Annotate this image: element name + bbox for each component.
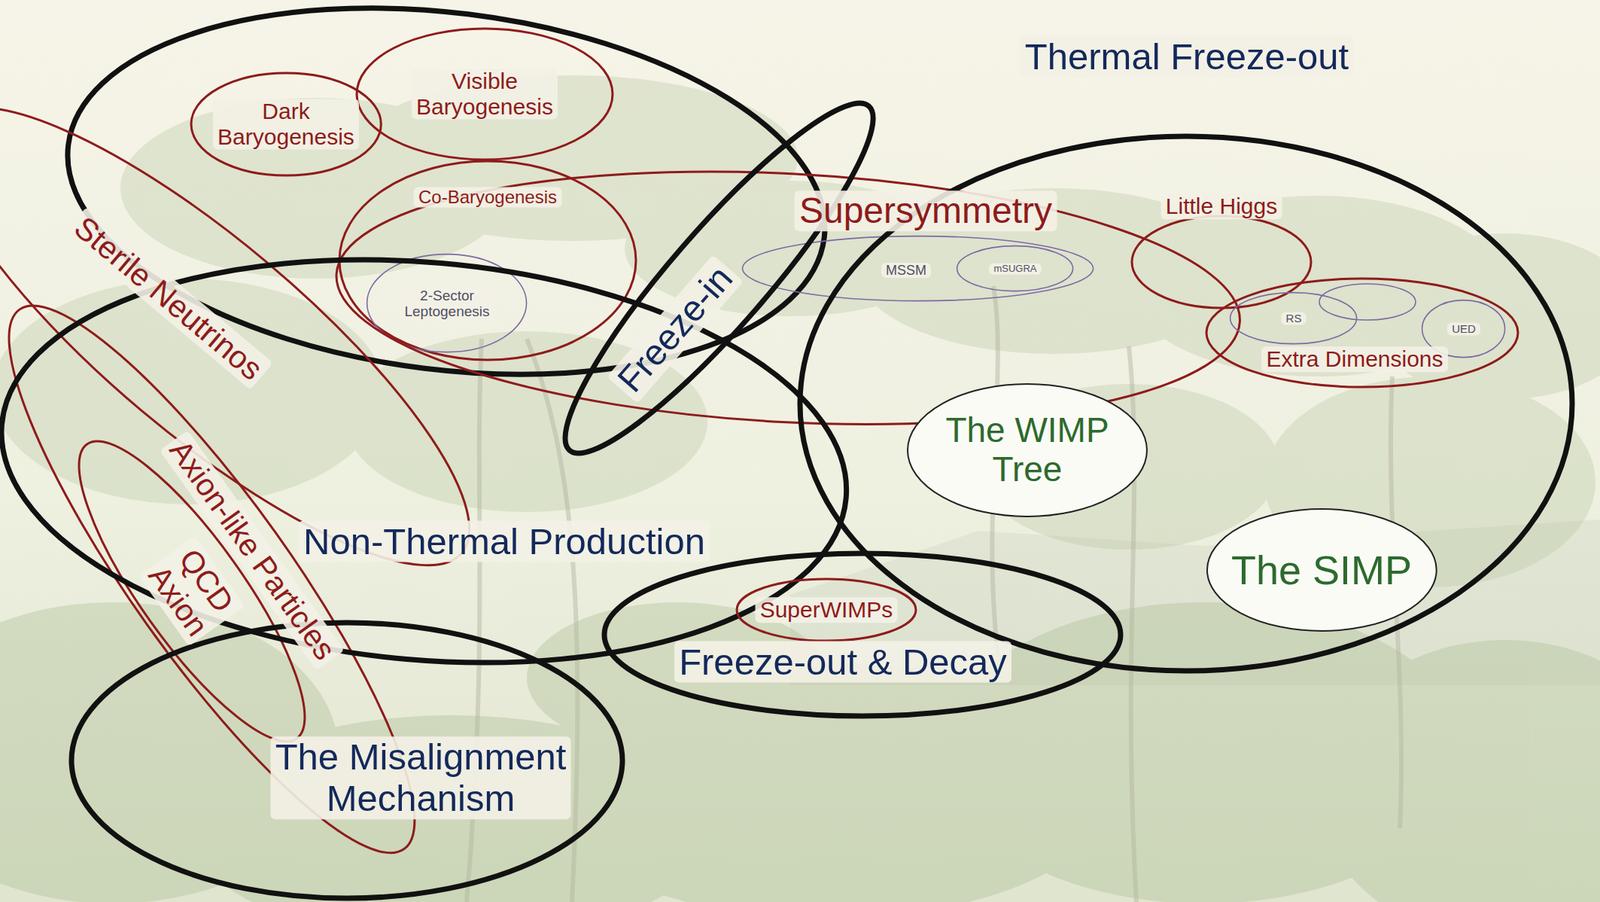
ellipse-label: Freeze-in xyxy=(606,254,744,404)
canopy-blob xyxy=(1369,233,1600,399)
ellipse-label: Thermal Freeze-out xyxy=(1020,36,1354,78)
ellipse-label: 2-Sector Leptogenesis xyxy=(399,287,495,320)
mechanism-ellipse xyxy=(46,0,846,415)
model-ellipse: Visible Baryogenesis xyxy=(352,24,617,164)
ellipse-label: Co-Baryogenesis xyxy=(413,187,563,208)
ellipse-label: SuperWIMPs xyxy=(755,596,898,623)
ellipse-label: MSSM xyxy=(881,262,931,278)
ellipse-label: Little Higgs xyxy=(1161,193,1283,220)
candidate-ellipse xyxy=(907,383,1147,517)
ellipse-label: The Misalignment Mechanism xyxy=(270,736,572,819)
submodel-ellipse xyxy=(1230,292,1357,344)
model-ellipse xyxy=(191,73,381,176)
model-ellipse: SuperWIMPs xyxy=(733,574,920,645)
submodel-ellipse xyxy=(1422,300,1506,358)
ellipse-label: Extra Dimensions xyxy=(1261,346,1448,372)
submodel-ellipse xyxy=(1319,283,1416,320)
submodel-ellipse xyxy=(367,254,527,353)
ellipse-label: The WIMP Tree xyxy=(940,410,1114,489)
ellipse-label: RS xyxy=(1280,312,1306,326)
model-ellipse: Dark Baryogenesis xyxy=(187,69,385,180)
ellipse-outline xyxy=(597,546,1128,723)
foliage-blob xyxy=(1317,639,1600,902)
ellipse-label: Dark Baryogenesis xyxy=(212,98,359,150)
ellipse-label: The SIMP xyxy=(1225,547,1417,593)
submodel-ellipse xyxy=(742,236,1094,302)
mechanism-ellipse xyxy=(71,622,623,898)
model-ellipse xyxy=(45,413,338,768)
model-ellipse xyxy=(339,161,636,360)
candidate-ellipse: The SIMP xyxy=(1204,505,1440,634)
ellipse-label: Freeze-out & Decay xyxy=(674,641,1012,683)
model-ellipse xyxy=(356,28,613,160)
candidate-ellipse xyxy=(1207,508,1437,631)
model-ellipse: Co-Baryogenesis 2-Sector Leptogenesis xyxy=(335,157,640,364)
ellipse-label: Sterile Neutrinos xyxy=(63,206,274,390)
ellipse-label: Visible Baryogenesis xyxy=(411,68,558,119)
model-ellipse xyxy=(736,578,916,641)
model-ellipse: Little Higgs xyxy=(1128,212,1315,312)
mechanism-ellipse: The Misalignment Mechanism xyxy=(64,615,630,902)
mechanism-ellipse xyxy=(0,226,864,697)
model-ellipse xyxy=(1131,215,1312,308)
mechanism-ellipse xyxy=(800,136,1573,671)
submodel-ellipse xyxy=(957,246,1074,292)
model-ellipse xyxy=(1206,278,1518,387)
mechanism-ellipse: Freeze-out & Decay SuperWIMPs xyxy=(597,546,1128,723)
model-ellipse xyxy=(329,150,1247,446)
candidate-ellipse: The WIMP Tree xyxy=(904,380,1150,520)
submodel-ellipse: MSSM mSUGRA xyxy=(739,233,1096,304)
mechanism-ellipse xyxy=(533,73,906,481)
submodel-ellipse: RS xyxy=(1227,289,1360,347)
mechanism-ellipse: Freeze-in xyxy=(558,96,880,460)
ellipse-outline xyxy=(1128,212,1315,312)
ellipse-label: Non-Thermal Production xyxy=(298,520,710,563)
ellipse-label: UED xyxy=(1447,322,1481,336)
submodel-ellipse: 2-Sector Leptogenesis xyxy=(364,251,530,355)
model-ellipse: Extra Dimensions RS UED xyxy=(1202,274,1522,391)
ellipse-label: Supersymmetry xyxy=(793,190,1057,232)
submodel-ellipse: mSUGRA xyxy=(954,243,1076,294)
ellipse-label: mSUGRA xyxy=(988,263,1042,275)
lower-foliage xyxy=(0,602,1600,902)
mechanism-ellipse xyxy=(604,553,1121,716)
ellipse-label: QCD Axion xyxy=(138,535,246,646)
